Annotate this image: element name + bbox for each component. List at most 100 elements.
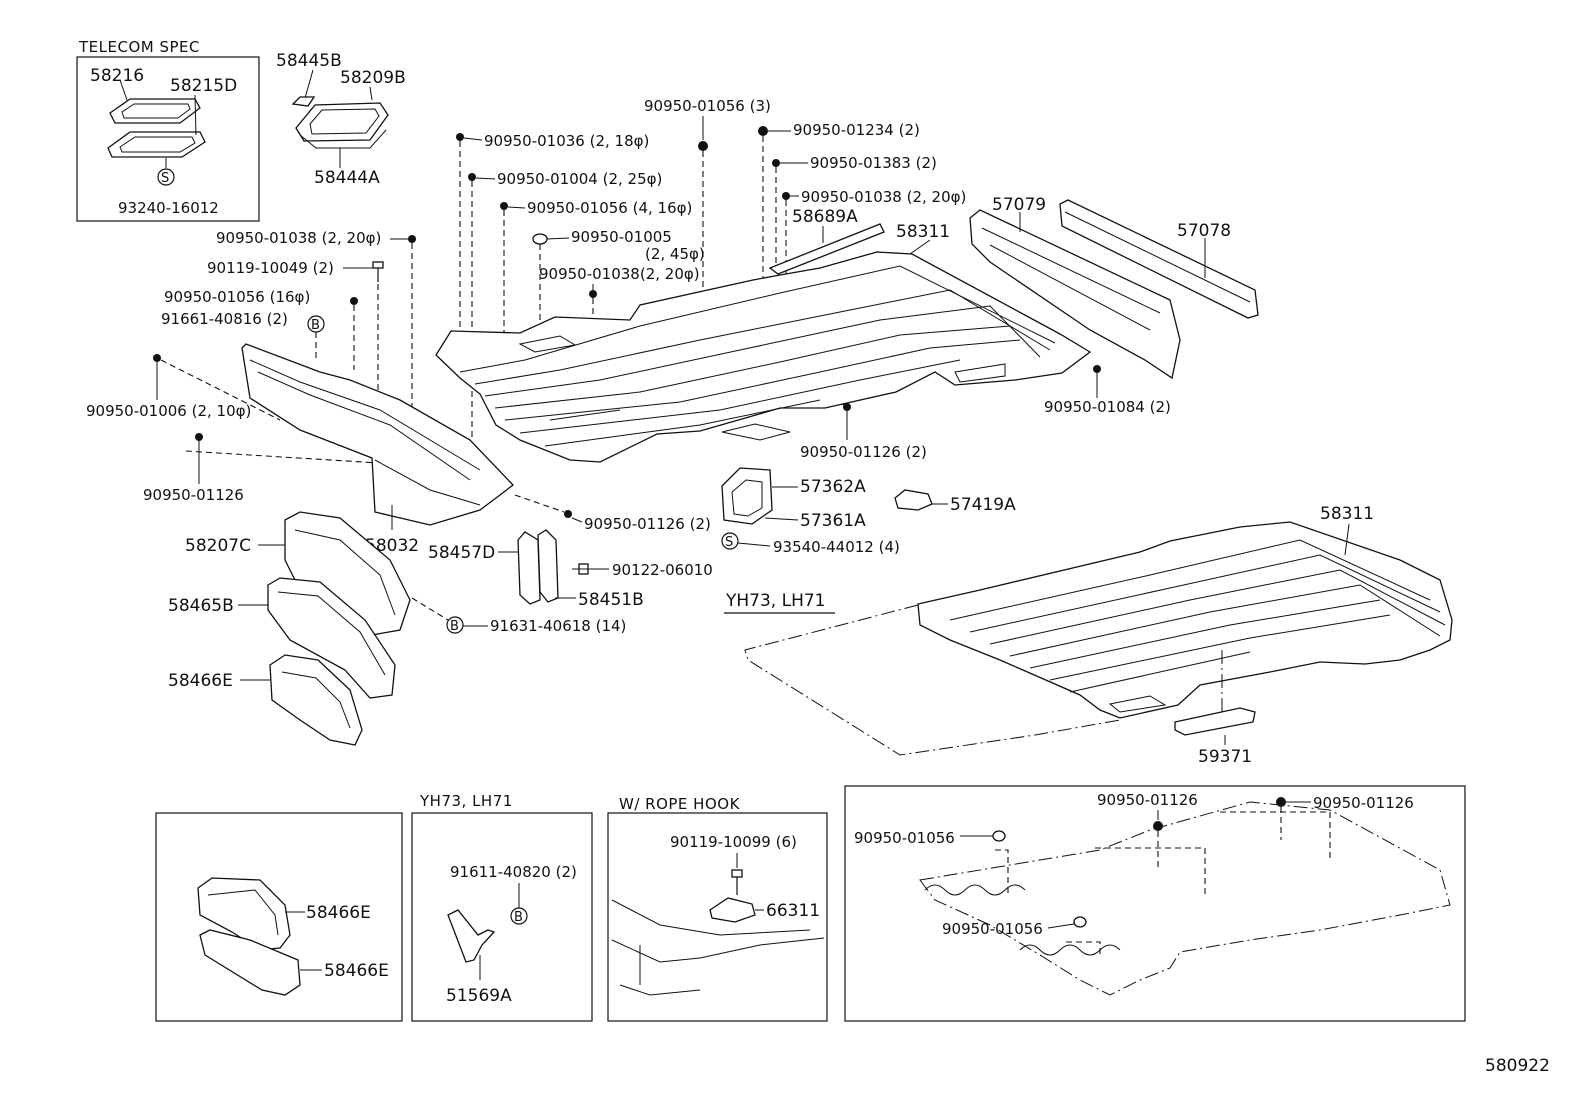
floor-rib	[1009, 584, 1441, 657]
member-rib	[981, 227, 1161, 314]
s-mark-circle-2	[721, 532, 739, 550]
label-57079: 57079	[992, 195, 1046, 215]
label-58465B: 58465B	[168, 596, 234, 616]
label-fastener-90950-01038-mid: 90950-01038(2, 20φ)	[539, 265, 700, 283]
grommet-icon	[468, 173, 476, 181]
label-fastener-90950-01056-4: 90950-01056 (4, 16φ)	[527, 199, 692, 217]
floor-rib	[459, 265, 1056, 373]
label-fastener-90950-01056-16: 90950-01056 (16φ)	[164, 288, 310, 306]
frame-58032-shape	[241, 343, 514, 526]
floor-rib	[969, 554, 1441, 633]
dash-leader	[1095, 847, 1206, 895]
label-57361A: 57361A	[800, 511, 866, 531]
leader	[737, 542, 771, 547]
grommet-icon	[843, 403, 851, 411]
detail-box-4-frame	[844, 785, 1466, 1022]
floor-rib	[949, 539, 1431, 621]
box4-corrugation	[1019, 944, 1121, 956]
grommet-icon	[782, 192, 790, 200]
label-fastener-91661-40816: 91661-40816 (2)	[161, 310, 288, 328]
box4-corrugation	[924, 884, 1026, 896]
floor-phantom-outline	[744, 604, 1121, 756]
panel-rib	[294, 529, 396, 616]
detail-box-3-frame	[607, 812, 828, 1022]
detail-box-3: W/ ROPE HOOK 90119-10099 (6) 66311	[607, 795, 828, 1022]
label-fastener-90950-01056-3: 90950-01056 (3)	[644, 97, 771, 115]
gasket-58465B-shape	[267, 577, 396, 699]
label-fastener-93540-44012: 93540-44012 (4)	[773, 538, 900, 556]
floor-panel-58311-upper: 58689A 58311	[435, 207, 1092, 463]
yh73-floor-group: YH73, LH71 58311 59371	[724, 504, 1453, 767]
box3-label-bolt: 90119-10099 (6)	[670, 833, 797, 851]
gasket-rib	[277, 591, 386, 676]
floor-rib	[494, 325, 1011, 409]
center-small-parts: 57362A 57361A 57419A	[721, 467, 1016, 531]
side-members: 57079 57078	[969, 195, 1259, 380]
top-small-parts: 58445B 58209B 58444A	[276, 51, 406, 188]
b-mark-text: B	[311, 318, 320, 333]
s-mark-circle	[157, 168, 175, 186]
floor-pocket	[518, 335, 577, 353]
pad-58445B-shape	[291, 96, 316, 107]
plug-icon	[532, 233, 548, 245]
leader-58215D	[194, 94, 197, 136]
label-fastener-90950-01126-left: 90950-01126	[143, 486, 244, 504]
floor-rib	[1049, 614, 1391, 681]
label-58215D: 58215D	[170, 76, 237, 96]
label-fastener-90950-01006: 90950-01006 (2, 10φ)	[86, 402, 251, 420]
plug-icon	[1073, 916, 1087, 928]
cover-58209B-shape	[295, 102, 389, 142]
front-lower-parts: 58207C 58465B 58466E 58457D 58451B	[168, 511, 644, 746]
box4-label-a: 90950-01126	[1097, 791, 1198, 809]
fastener-labels: 90950-01056 (3) 90950-01036 (2, 18φ) 909…	[86, 97, 1171, 635]
floor-edge	[619, 984, 701, 996]
member-rib	[1064, 211, 1251, 303]
label-fastener-90950-01234: 90950-01234 (2)	[793, 121, 920, 139]
rail-58689A-shape	[768, 223, 885, 275]
detail-box-1: 58466E 58466E	[155, 812, 403, 1022]
grommet-icon	[456, 133, 464, 141]
box1-label-b: 58466E	[324, 961, 389, 981]
bolt-icon	[731, 869, 743, 878]
label-58207C: 58207C	[185, 536, 251, 556]
label-57419A: 57419A	[950, 495, 1016, 515]
dash-leader	[411, 597, 449, 621]
floor-edge	[611, 937, 825, 963]
grommet-icon	[698, 141, 708, 151]
leader-58216	[119, 79, 128, 101]
grommet-icon	[1276, 797, 1286, 807]
floor-rib	[474, 289, 1051, 385]
label-58451B: 58451B	[578, 590, 644, 610]
telecom-spec-title: TELECOM SPEC	[78, 38, 200, 56]
cover-58209B-inner	[309, 108, 380, 135]
grommet-icon	[1093, 365, 1101, 373]
floor-pocket	[1108, 695, 1167, 713]
seal-58451B-shape	[537, 529, 559, 603]
leader	[909, 239, 931, 255]
label-58466E: 58466E	[168, 671, 233, 691]
grommet-icon	[758, 126, 768, 136]
b-mark-text-2: B	[450, 619, 459, 634]
box4-label-b: 90950-01126	[1313, 794, 1414, 812]
floor-rib	[484, 305, 1041, 397]
label-58311-lower: 58311	[1320, 504, 1374, 524]
detail-box-4: 90950-01126 90950-01126 90950-01056 9095…	[844, 785, 1466, 1022]
leader-58209B	[369, 86, 373, 101]
pad-58466E-shape	[269, 654, 363, 746]
label-57078: 57078	[1177, 221, 1231, 241]
label-fastener-90950-01038-top: 90950-01038 (2, 20φ)	[801, 188, 966, 206]
box2-b-mark-circle	[510, 907, 528, 925]
plug-icon	[992, 830, 1006, 842]
pad-58466E-box-shape	[197, 877, 291, 951]
label-fastener-90950-01005-qty: (2, 45φ)	[645, 245, 705, 263]
dash-leader	[160, 359, 281, 421]
leader	[507, 206, 526, 209]
dash-leader	[1220, 811, 1331, 860]
floor-rib	[1069, 651, 1251, 693]
leader	[546, 237, 570, 240]
leader	[1344, 523, 1350, 556]
member-57079-shape	[969, 209, 1181, 380]
box4-floor-outline	[919, 801, 1451, 996]
grommet-icon	[564, 510, 572, 518]
